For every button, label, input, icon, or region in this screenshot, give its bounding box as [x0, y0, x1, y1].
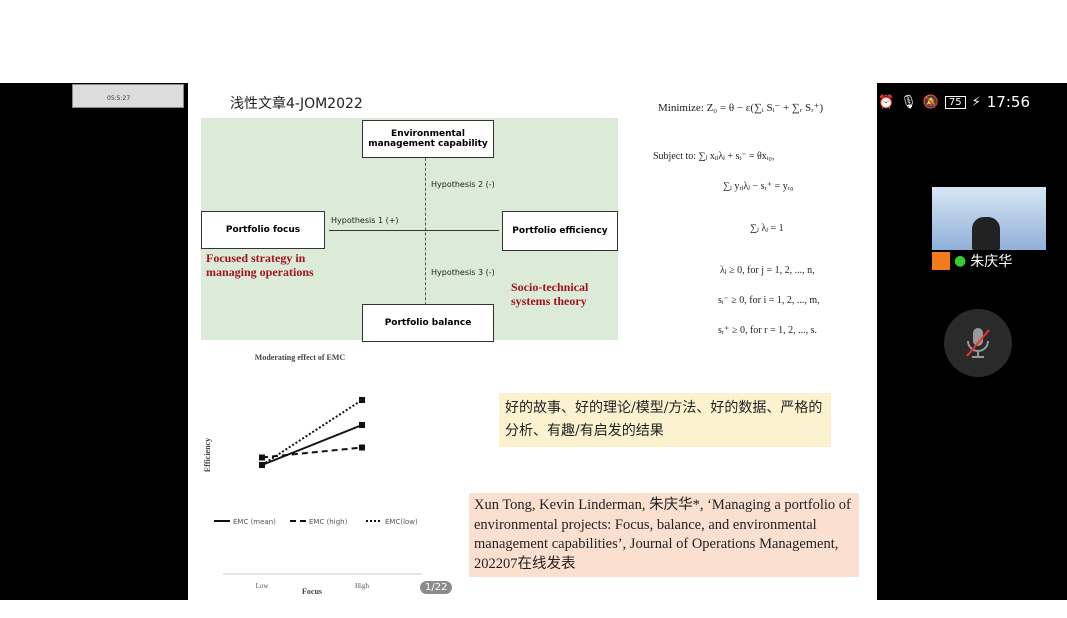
data-point	[359, 422, 365, 428]
participant-video[interactable]	[932, 187, 1046, 250]
status-bar: ⏰ 🎙 🔕 75 ⚡ 17:56	[878, 93, 1030, 111]
equation-c6: sᵣ⁺ ≥ 0, for r = 1, 2, ..., s.	[718, 325, 817, 336]
mute-bell-icon: 🔕	[922, 94, 939, 110]
x-tick-label: Low	[256, 582, 270, 590]
data-point	[359, 444, 365, 451]
citation-box: Xun Tong, Kevin Linderman, 朱庆华*, ‘Managi…	[469, 493, 859, 577]
box-focus: Portfolio focus	[201, 211, 325, 249]
series-line-1	[261, 446, 363, 459]
legend-label: EMC (high)	[309, 518, 348, 526]
box-efficiency: Portfolio efficiency	[502, 211, 618, 251]
mini-window[interactable]: 05:5:27	[72, 84, 184, 108]
box-emc: Environmental management capability	[362, 120, 494, 158]
participant-label: ● 朱庆华	[932, 251, 1012, 271]
page-indicator: 1/22	[420, 581, 453, 594]
series-line-0	[261, 424, 363, 466]
mini-window-label: 05:5:27	[107, 95, 131, 102]
legend-label: EMC(low)	[385, 518, 418, 526]
equation-c1: Subject to: ∑ⱼ xᵢⱼλⱼ + sᵢ⁻ = θxᵢ₀,	[653, 151, 775, 162]
alarm-icon: ⏰	[878, 94, 895, 110]
legend-label: EMC (mean)	[233, 518, 276, 526]
theory-socio-technical: Socio-technical systems theory	[511, 280, 589, 308]
box-balance: Portfolio balance	[362, 304, 494, 342]
presentation-slide: Environmental management capability Port…	[188, 83, 877, 600]
microphone-icon: 🎙	[900, 94, 917, 110]
hypothesis-3: Hypothesis 3 (-)	[431, 268, 495, 277]
data-point	[359, 397, 365, 403]
note-box: 好的故事、好的理论/模型/方法、好的数据、严格的分析、有趣/有启发的结果	[499, 393, 831, 447]
clock: 17:56	[986, 93, 1030, 111]
mic-active-icon: ●	[954, 253, 967, 269]
charging-icon: ⚡	[971, 94, 981, 110]
equation-c3: ∑ⱼ λⱼ = 1	[750, 223, 784, 234]
equation-c4: λⱼ ≥ 0, for j = 1, 2, ..., n,	[720, 265, 815, 276]
battery-indicator: 75	[944, 95, 966, 109]
series-line-2	[261, 399, 363, 466]
mute-microphone-button[interactable]	[944, 309, 1012, 377]
hypothesis-1: Hypothesis 1 (+)	[331, 216, 399, 225]
hypothesis-2: Hypothesis 2 (-)	[431, 180, 495, 189]
participant-name: 朱庆华	[970, 254, 1013, 270]
equation-c2: ∑ⱼ yᵣⱼλⱼ − sᵣ⁺ = yᵣ₀	[723, 181, 794, 192]
data-point	[259, 462, 265, 468]
microphone-off-icon	[966, 328, 990, 358]
theory-focused-strategy: Focused strategy in managing operations	[206, 251, 314, 279]
participant-avatar	[972, 217, 1000, 250]
x-axis-label: Focus	[302, 587, 322, 596]
equation-objective: Minimize: Z₀ = θ − ε(∑ᵢ Sᵢ⁻ + ∑ᵣ Sᵣ⁺)	[658, 102, 824, 114]
person-icon	[932, 252, 950, 270]
x-tick-label: High	[355, 582, 370, 590]
equation-c5: sᵢ⁻ ≥ 0, for i = 1, 2, ..., m,	[718, 295, 820, 306]
y-axis-label: Efficiency	[203, 438, 212, 472]
document-title: 浅性文章4-JOM2022	[230, 96, 363, 112]
data-point	[259, 454, 265, 461]
chart-title: Moderating effect of EMC	[255, 353, 346, 362]
research-model-diagram: Environmental management capability Port…	[201, 118, 618, 342]
